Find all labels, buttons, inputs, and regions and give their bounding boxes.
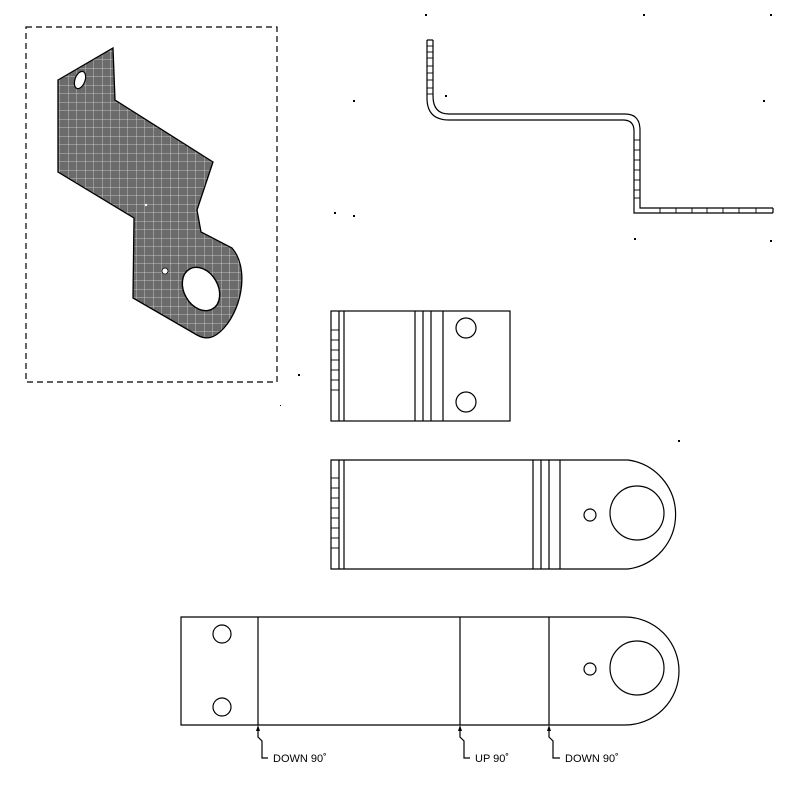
flat-pattern-view: DOWN 90˚ UP 90˚ DOWN 90˚	[180, 616, 680, 765]
isometric-frame	[25, 26, 278, 383]
bend-note-1: DOWN 90˚	[273, 753, 327, 765]
middle-view-large-hole	[609, 485, 665, 541]
isometric-large-hole	[181, 266, 221, 312]
top-view-hole-upper	[455, 317, 477, 339]
flat-large-hole	[609, 640, 665, 696]
middle-view	[330, 459, 677, 570]
small-top-view	[330, 310, 511, 422]
flat-hole-upper	[212, 624, 232, 644]
top-view-hole-lower	[455, 391, 477, 413]
flat-hole-lower	[212, 697, 232, 717]
flat-small-hole	[583, 662, 597, 676]
bend-note-3: DOWN 90˚	[565, 753, 619, 765]
drafting-specks	[280, 14, 772, 442]
isometric-small-hole	[73, 70, 87, 90]
middle-view-small-hole	[583, 508, 597, 522]
isometric-part	[57, 46, 243, 339]
isometric-view	[25, 26, 278, 383]
bend-note-2: UP 90˚	[475, 753, 509, 765]
side-profile-view	[426, 39, 774, 214]
